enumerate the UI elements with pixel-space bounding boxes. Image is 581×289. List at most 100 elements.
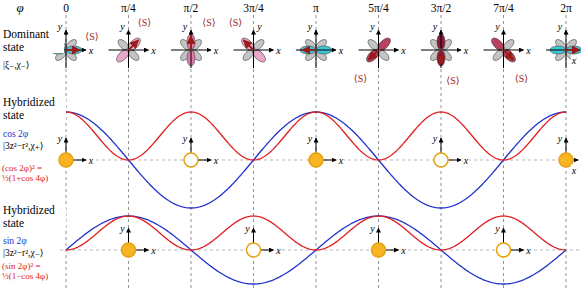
phase-tick-label: 3π/2 — [430, 2, 453, 15]
axis-label: x — [571, 55, 577, 66]
phase-guide — [566, 15, 567, 289]
spin-arrow — [244, 40, 254, 50]
axis-label: y — [557, 133, 563, 144]
axis-label: y — [119, 223, 125, 234]
axis-line — [323, 160, 336, 161]
axis-label: y — [369, 21, 375, 32]
spin-arrow — [369, 50, 379, 60]
axis-line — [73, 160, 86, 161]
state-ket: |3z²−r²,χ₊⟩ — [2, 141, 44, 151]
phase-tick-label: π/4 — [120, 2, 137, 15]
phase-tick-label: 7π/4 — [492, 2, 515, 15]
spin-orbital-lobe — [437, 50, 445, 66]
state-ket: |ξ₋,χ₋⟩ — [2, 60, 30, 70]
axis-label: x — [338, 155, 344, 166]
orbital-figure — [234, 30, 274, 68]
axis-label: x — [150, 45, 156, 56]
axis-line — [441, 138, 442, 153]
orbital-figure — [484, 30, 524, 68]
axis-line — [191, 138, 192, 153]
axis-label: y — [244, 223, 250, 234]
axis-label: y — [182, 21, 188, 32]
amplitude-factor: sin 2φ — [2, 236, 28, 246]
axis-line — [66, 138, 67, 153]
formula: (cos 2φ)² = ½(1+cos 4φ) — [1, 164, 57, 184]
spin-orbital-lobe — [66, 46, 82, 54]
orbital-figure — [109, 30, 149, 68]
spin-label: ⟨S⟩ — [445, 75, 460, 86]
orbital-figure — [359, 30, 399, 68]
row-heading: Hybridized state — [2, 204, 66, 229]
axis-label: x — [88, 155, 94, 166]
axis-line — [566, 30, 567, 68]
axis-label: y — [307, 133, 313, 144]
filled-circle — [372, 243, 386, 257]
orbital-figure — [421, 30, 461, 68]
spin-label: ⟨S⟩ — [228, 17, 243, 28]
axis-label: x — [400, 245, 406, 256]
axis-label: y — [494, 223, 500, 234]
axis-line — [511, 250, 524, 251]
phase-tick-label: π — [312, 2, 320, 15]
open-circle — [434, 153, 448, 167]
row-heading: Dominant state — [2, 28, 64, 53]
orbital-figure — [546, 30, 581, 68]
sin-curve — [66, 216, 566, 284]
axis-label: x — [213, 155, 219, 166]
axis-line — [253, 228, 254, 243]
axis-line — [566, 138, 567, 153]
axis-line — [448, 160, 461, 161]
spin-label: ⟨S⟩ — [137, 17, 152, 28]
open-circle — [497, 243, 511, 257]
phase-symbol: φ — [15, 1, 24, 15]
axis-label: x — [463, 45, 469, 56]
axis-label: y — [432, 133, 438, 144]
orbital-figure — [296, 30, 336, 68]
sin-squared-curve — [66, 216, 566, 250]
axis-line — [316, 30, 317, 68]
phase-tick-label: π/2 — [183, 2, 200, 15]
state-ket: |3z²−r²,χ₋⟩ — [2, 248, 44, 258]
spin-arrow — [190, 36, 192, 50]
spin-label: ⟨S⟩ — [353, 73, 368, 84]
axis-label: x — [571, 165, 577, 176]
axis-line — [316, 138, 317, 153]
axis-label: y — [57, 21, 63, 32]
axis-label: y — [432, 21, 438, 32]
axis-label: x — [463, 155, 469, 166]
axis-line — [198, 160, 211, 161]
axis-line — [503, 30, 504, 68]
phase-guide — [316, 15, 317, 289]
axis-line — [441, 30, 442, 68]
cos-curve — [66, 112, 566, 208]
axis-line — [261, 250, 274, 251]
spin-orbital-lobe — [300, 46, 316, 54]
axis-label: y — [369, 223, 375, 234]
phase-guide — [66, 15, 67, 289]
axis-label: x — [88, 45, 94, 56]
axis-label: y — [307, 21, 313, 32]
axis-line — [378, 228, 379, 243]
spin-arrow — [66, 49, 80, 51]
formula: (sin 2φ)² = ½(1−cos 4φ) — [1, 262, 57, 282]
spin-arrow — [129, 40, 139, 50]
spin-label: ⟨S⟩ — [514, 73, 529, 84]
axis-label: x — [150, 245, 156, 256]
open-circle — [247, 243, 261, 257]
axis-line — [191, 30, 192, 68]
axis-label: x — [213, 45, 219, 56]
axis-line — [296, 50, 336, 51]
orbital-figure — [171, 30, 211, 68]
axis-label: x — [275, 245, 281, 256]
axis-label: x — [275, 45, 281, 56]
axis-line — [503, 228, 504, 243]
spin-arrow — [566, 49, 580, 51]
axis-label: y — [119, 21, 125, 32]
phase-guide — [191, 15, 192, 289]
phase-tick-label: 2π — [559, 2, 573, 15]
spin-arrow — [440, 50, 442, 64]
axis-label: x — [525, 245, 531, 256]
axis-line — [128, 228, 129, 243]
filled-circle — [59, 153, 73, 167]
